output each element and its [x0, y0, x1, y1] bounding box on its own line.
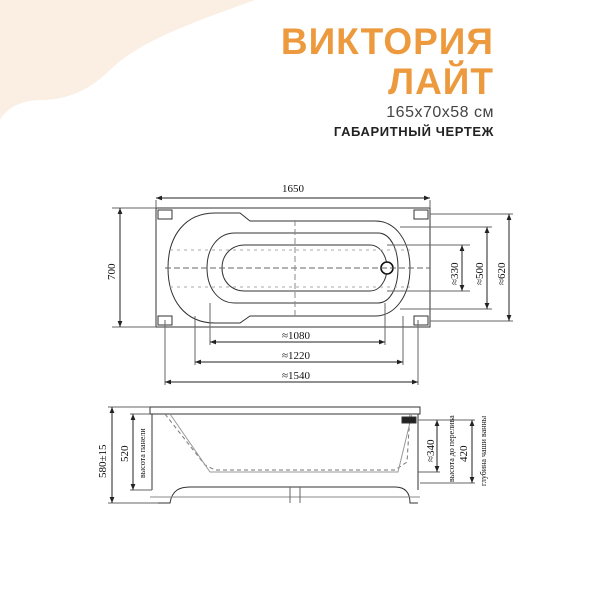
dim-inner-330: ≈330: [449, 262, 461, 285]
dim-width: 700: [106, 263, 118, 280]
dim-panel-height: 520: [119, 445, 131, 462]
dim-total-height: 580±15: [97, 444, 109, 478]
tub-outline-side: [149, 406, 421, 415]
bowl-profile: [164, 413, 411, 471]
product-title-line1: ВИКТОРИЯ: [280, 21, 494, 62]
product-title-line2: ЛАЙТ: [388, 61, 494, 102]
dim-inner-1080: ≈1080: [282, 330, 311, 342]
tub-base: [158, 486, 418, 504]
dim-inner-620: ≈620: [496, 262, 508, 285]
side-view: [108, 406, 475, 504]
product-dimensions: 165x70x58 см: [386, 104, 494, 121]
bowl-outer: [167, 212, 411, 324]
dim-panel-caption: высота панели: [138, 428, 147, 478]
dim-overflow-height: ≈340: [425, 439, 437, 462]
top-view: [112, 195, 513, 385]
dim-overflow-caption: высота до перелива: [447, 415, 456, 482]
bowl-bottom: [206, 232, 399, 304]
dim-bowl-depth-caption: глубина чаши ванны: [479, 415, 488, 486]
dim-length: 1650: [282, 183, 305, 195]
drawing-label: ГАБАРИТНЫЙ ЧЕРТЕЖ: [333, 124, 494, 139]
dim-bowl-depth: 420: [458, 445, 470, 462]
bowl-floor: [221, 244, 388, 292]
dim-inner-1220: ≈1220: [282, 350, 311, 362]
title-block: ВИКТОРИЯ ЛАЙТ 165x70x58 см: [281, 22, 494, 122]
dim-inner-1540: ≈1540: [282, 370, 311, 382]
dim-inner-500: ≈500: [474, 262, 486, 285]
